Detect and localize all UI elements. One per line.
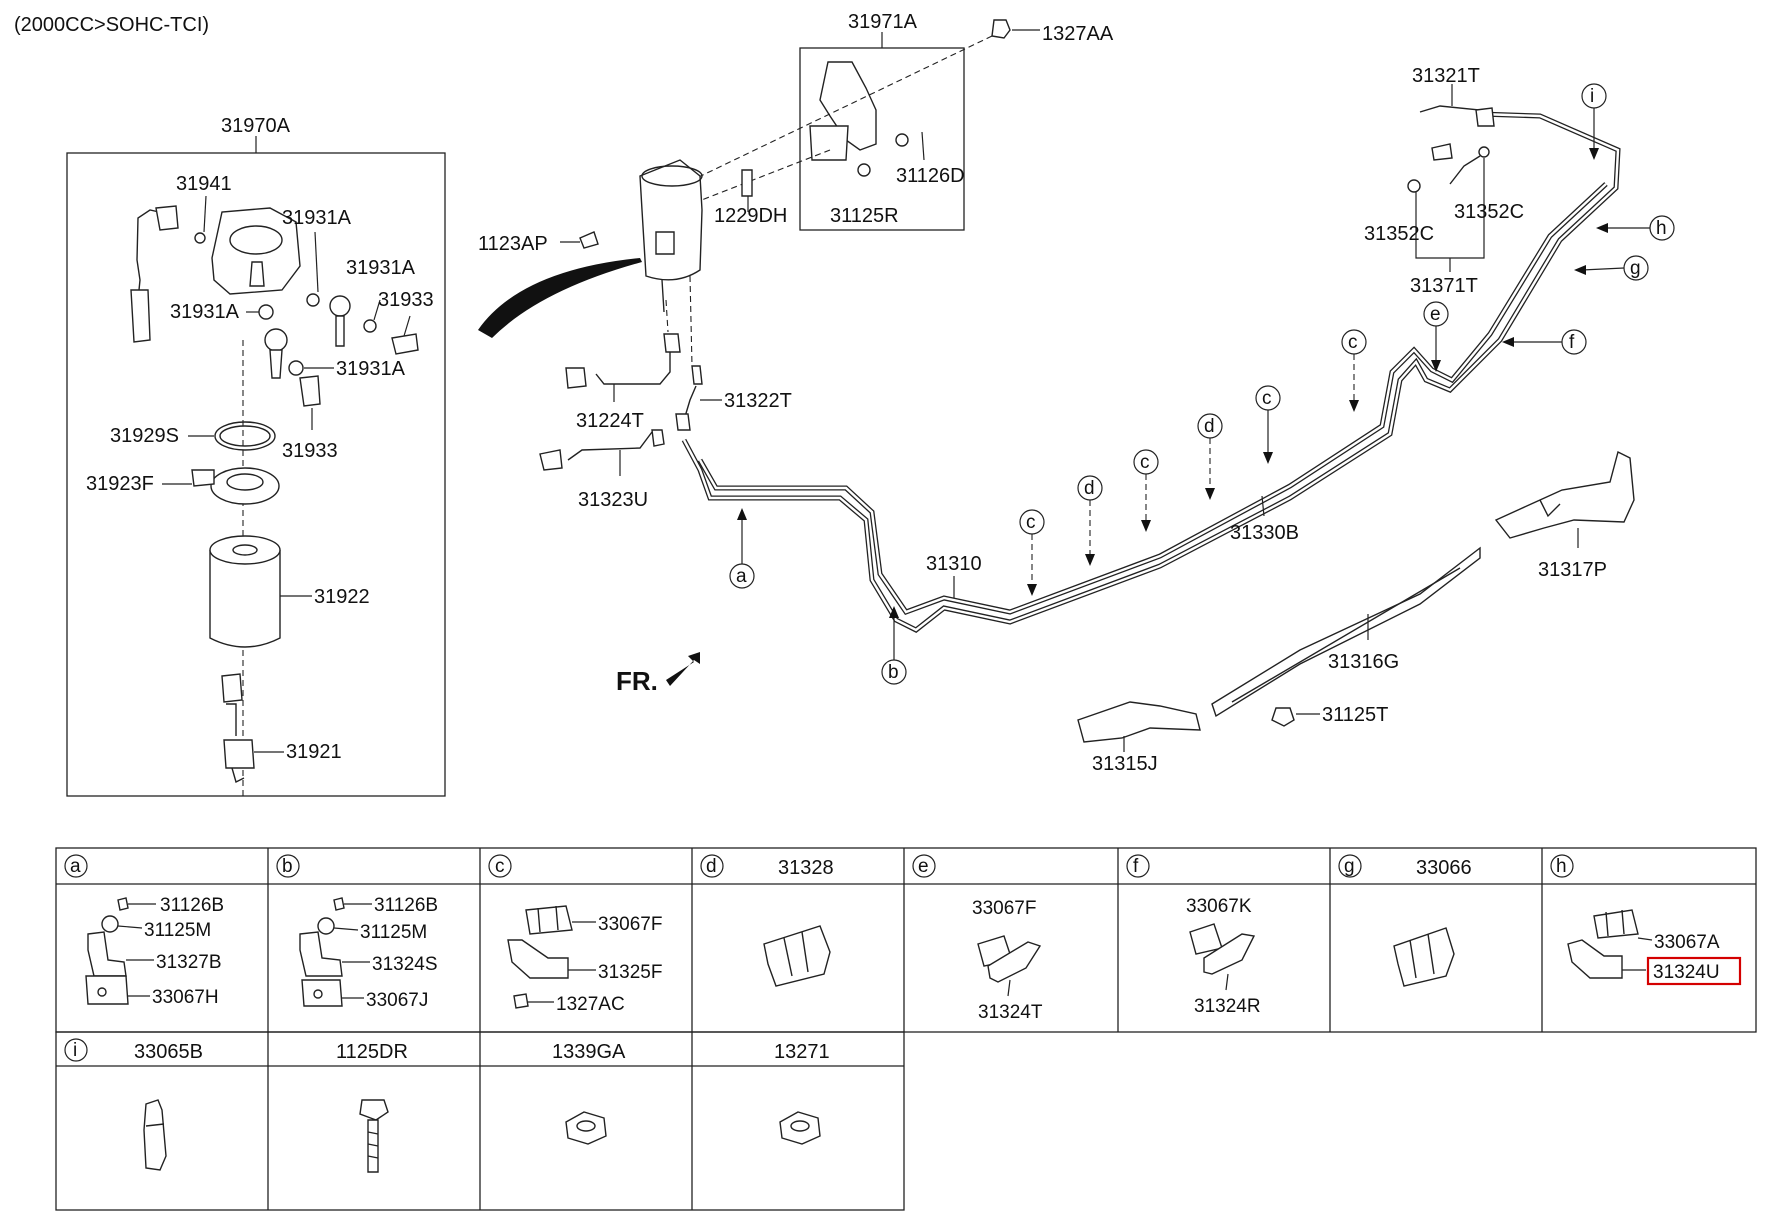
fuel-filter-housing: [639, 159, 703, 367]
clip-33065B-shape: [143, 1099, 167, 1171]
label-31315J[interactable]: 31315J: [1092, 753, 1158, 775]
legend-title-i: 33065B: [134, 1041, 203, 1063]
label-31321T[interactable]: 31321T: [1412, 65, 1480, 87]
callout-b[interactable]: b: [888, 662, 899, 683]
underbody-bracket-group: 31317P 31316G 31125T 31315J: [1077, 450, 1635, 775]
label-31921[interactable]: 31921: [286, 741, 342, 763]
legend-table: a b c d e f g h 31328 33066 i 33065B 112…: [55, 847, 1757, 1211]
label-31330B[interactable]: 31330B: [1230, 522, 1299, 544]
callout-g[interactable]: g: [1630, 258, 1641, 279]
legend-key-a: a: [70, 856, 81, 877]
legend-key-e: e: [918, 856, 929, 877]
bracket-assembly-title[interactable]: 31971A: [848, 11, 918, 33]
label-31923F[interactable]: 31923F: [86, 473, 154, 495]
callout-c-4[interactable]: c: [1348, 332, 1358, 353]
legend-c-part-3[interactable]: 1327AC: [556, 994, 625, 1015]
legend-b-part-4[interactable]: 33067J: [366, 990, 428, 1011]
legend-key-c: c: [495, 856, 505, 877]
assembly-pointer-wedge: [478, 258, 642, 338]
legend-a-part-1[interactable]: 31126B: [160, 895, 224, 916]
label-31310[interactable]: 31310: [926, 553, 982, 575]
label-31931A-2[interactable]: 31931A: [170, 301, 240, 323]
label-31931A-4[interactable]: 31931A: [336, 358, 406, 380]
label-31352C-1[interactable]: 31352C: [1364, 223, 1434, 245]
label-31929S[interactable]: 31929S: [110, 425, 179, 447]
callout-group: a b c d c d c c e: [729, 83, 1675, 685]
label-31371T[interactable]: 31371T: [1410, 275, 1478, 297]
legend-a-part-3[interactable]: 31327B: [156, 952, 222, 973]
callout-a[interactable]: a: [736, 566, 747, 587]
label-31931A-3[interactable]: 31931A: [346, 257, 416, 279]
label-31316G[interactable]: 31316G: [1328, 651, 1399, 673]
legend-key-b: b: [282, 856, 293, 877]
label-31317P[interactable]: 31317P: [1538, 559, 1607, 581]
legend-f-part-2[interactable]: 31324R: [1194, 996, 1261, 1017]
label-31125T[interactable]: 31125T: [1322, 704, 1388, 726]
label-31125R[interactable]: 31125R: [830, 205, 899, 227]
legend-key-d: d: [706, 856, 717, 877]
callout-c-1[interactable]: c: [1026, 512, 1036, 533]
legend-b-part-1[interactable]: 31126B: [374, 895, 438, 916]
legend-f-part-1[interactable]: 33067K: [1186, 896, 1252, 917]
legend-a-part-4[interactable]: 33067H: [152, 987, 219, 1008]
legend-key-g: g: [1344, 856, 1355, 877]
label-31941[interactable]: 31941: [176, 173, 232, 195]
label-31933-1[interactable]: 31933: [378, 289, 434, 311]
legend-key-f: f: [1133, 856, 1139, 877]
legend-title-g: 33066: [1416, 857, 1472, 879]
nut-1339GA-shape: [565, 1111, 607, 1145]
label-31323U[interactable]: 31323U: [578, 489, 648, 511]
label-31126D[interactable]: 31126D: [896, 165, 965, 187]
front-direction-indicator: FR.: [616, 652, 700, 696]
nut-13271-shape: [779, 1111, 821, 1145]
label-31224T[interactable]: 31224T: [576, 410, 644, 432]
filter-assembly-title[interactable]: 31970A: [221, 115, 291, 137]
legend-title-d: 31328: [778, 857, 834, 879]
legend-c-part-2[interactable]: 31325F: [598, 962, 662, 983]
label-31922[interactable]: 31922: [314, 586, 370, 608]
legend-e-part-2[interactable]: 31324T: [978, 1002, 1043, 1023]
legend-title-13271: 13271: [774, 1041, 830, 1063]
legend-b-part-2[interactable]: 31125M: [360, 922, 427, 943]
callout-i[interactable]: i: [1590, 86, 1594, 107]
callout-d-1[interactable]: d: [1084, 478, 1095, 499]
callout-f[interactable]: f: [1569, 332, 1575, 353]
label-31352C-2[interactable]: 31352C: [1454, 201, 1524, 223]
label-31931A-1[interactable]: 31931A: [282, 207, 352, 229]
filter-assembly-group: 31970A 31941 31931A 31931A 31931A 31933 …: [66, 115, 446, 800]
legend-c-part-1[interactable]: 33067F: [598, 914, 662, 935]
callout-d-2[interactable]: d: [1204, 416, 1215, 437]
callout-c-2[interactable]: c: [1140, 452, 1150, 473]
bracket-assembly-group: 31971A 31126D 31125R 1327AA 1229DH 1123A…: [478, 11, 1114, 255]
legend-title-1339GA: 1339GA: [552, 1041, 626, 1063]
label-1123AP[interactable]: 1123AP: [478, 233, 548, 255]
label-1327AA[interactable]: 1327AA: [1042, 23, 1114, 45]
legend-key-i: i: [73, 1040, 77, 1061]
legend-e-part-1[interactable]: 33067F: [972, 898, 1036, 919]
fuel-line-group: 31310 31330B 31321T 31352C 31352C 31371T: [681, 65, 1621, 633]
legend-key-h: h: [1556, 856, 1567, 877]
legend-title-1125DR: 1125DR: [336, 1041, 408, 1063]
label-31322T[interactable]: 31322T: [724, 390, 792, 412]
callout-h[interactable]: h: [1656, 218, 1667, 239]
legend-b-part-3[interactable]: 31324S: [372, 954, 438, 975]
label-1229DH[interactable]: 1229DH: [714, 205, 787, 227]
legend-h-part-1[interactable]: 33067A: [1654, 932, 1720, 953]
front-direction-label: FR.: [616, 666, 658, 696]
engine-spec-label: (2000CC>SOHC-TCI): [14, 14, 209, 36]
legend-a-part-2[interactable]: 31125M: [144, 920, 211, 941]
hose-group: 31224T 31322T 31323U: [539, 333, 792, 511]
label-31933-2[interactable]: 31933: [282, 440, 338, 462]
callout-c-3[interactable]: c: [1262, 388, 1272, 409]
legend-h-part-2[interactable]: 31324U: [1653, 962, 1720, 983]
highlight-box-31324U: [1646, 956, 1742, 986]
callout-e[interactable]: e: [1430, 304, 1441, 325]
bolt-1125DR-shape: [359, 1099, 389, 1121]
